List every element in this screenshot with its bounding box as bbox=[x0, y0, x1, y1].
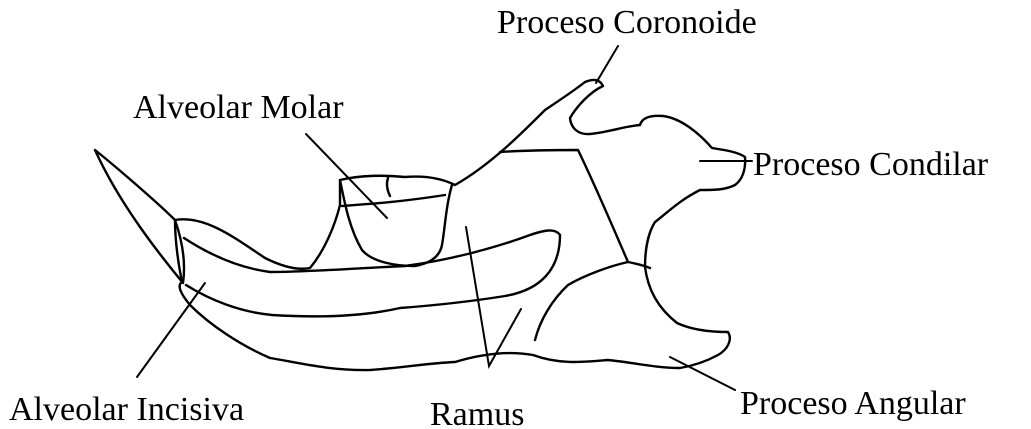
molar-alveolus bbox=[340, 180, 452, 266]
molar-crown-notch bbox=[387, 178, 390, 196]
inner-canal-top bbox=[184, 230, 560, 272]
incisor-tooth bbox=[95, 150, 184, 283]
label-alveolar-incisiva: Alveolar Incisiva bbox=[9, 393, 244, 427]
label-proceso-condilar: Proceso Condilar bbox=[753, 148, 988, 182]
leader-coronoid bbox=[596, 46, 618, 83]
leader-incisiva bbox=[137, 283, 205, 377]
angular-division bbox=[628, 262, 650, 268]
label-alveolar-molar: Alveolar Molar bbox=[133, 91, 344, 125]
label-proceso-coronoide: Proceso Coronoide bbox=[497, 6, 757, 40]
label-ramus: Ramus bbox=[430, 398, 524, 429]
molar-crown-line bbox=[342, 195, 445, 206]
label-proceso-angular: Proceso Angular bbox=[740, 387, 966, 421]
inner-canal-bottom bbox=[186, 235, 560, 316]
